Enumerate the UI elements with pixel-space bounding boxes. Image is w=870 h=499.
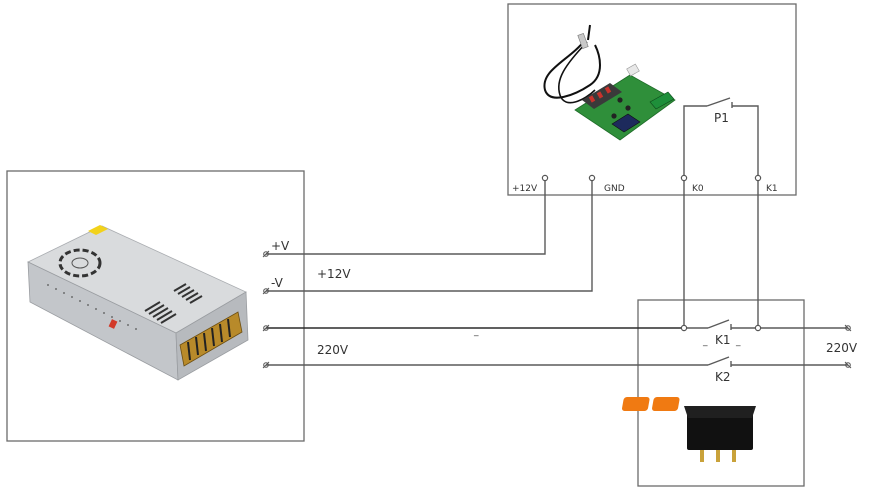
label-pin-k0: K0 [692, 184, 704, 194]
wire-k1 [732, 105, 759, 328]
label-switch-k1: K1 [715, 333, 731, 347]
label-pin-k1: K1 [766, 184, 778, 194]
label-ac-bus-left: 220V [317, 343, 349, 357]
terminal-symbols [262, 250, 852, 369]
switch-frame [637, 299, 805, 487]
label-switch-k2: K2 [715, 370, 731, 384]
pin-k1 [754, 174, 762, 182]
label-dc-bus: +12V [317, 267, 351, 281]
thermostat-frame [507, 3, 797, 196]
relay-p1-blade [706, 97, 731, 107]
wire-k0 [683, 105, 707, 328]
terminal-icon [262, 250, 270, 258]
terminal-icon [262, 361, 270, 369]
k1-dash-right: _ [735, 337, 741, 347]
junction-k1 [754, 324, 762, 332]
terminal-icon [844, 361, 852, 369]
terminal-icon [262, 287, 270, 295]
label-plus-v: +V [271, 239, 290, 253]
pin-gnd [588, 174, 596, 182]
junction-k0 [680, 324, 688, 332]
switch-k1-blade [707, 319, 730, 329]
rocker-switch-image [622, 397, 756, 462]
label-ac-bus-right: 220V [826, 341, 858, 355]
switch-k2-blade [707, 356, 730, 366]
label-pin-gnd: GND [604, 184, 625, 194]
wire-plus-v [266, 178, 546, 255]
power-supply-frame [6, 170, 305, 442]
terminal-icon [844, 324, 852, 332]
label-pin-12v: +12V [512, 184, 538, 194]
label-minus-v: -V [271, 276, 284, 290]
pin-12v [541, 174, 549, 182]
label-stray-mark: _ [473, 327, 479, 337]
terminal-icon [262, 324, 270, 332]
k1-dash-left: _ [702, 337, 708, 347]
label-relay-p1: P1 [714, 111, 729, 125]
power-supply-image [27, 225, 249, 381]
pin-k0 [680, 174, 688, 182]
thermostat-module-image [543, 24, 676, 141]
wire-minus-v [266, 178, 593, 292]
